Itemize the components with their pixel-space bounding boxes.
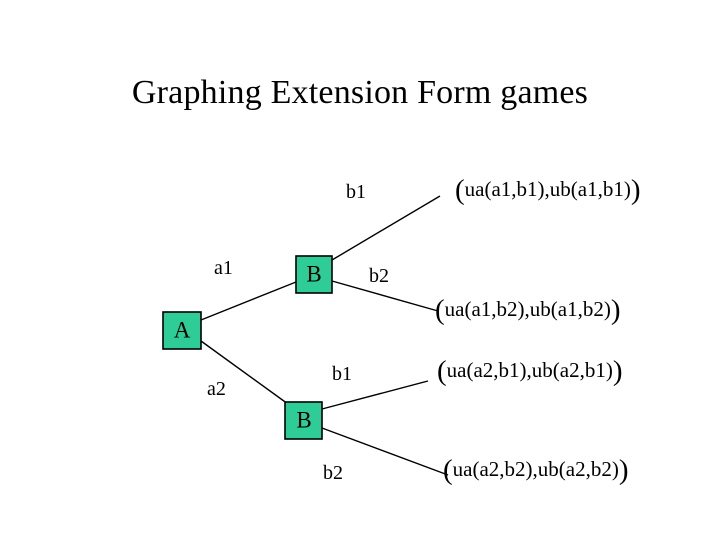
node-a-label: A bbox=[174, 317, 191, 342]
node-b-lower-label: B bbox=[296, 407, 311, 432]
node-b-upper-label: B bbox=[306, 261, 321, 286]
payoff-open-paren-3: ( bbox=[437, 355, 447, 387]
edge-label-a2: a2 bbox=[207, 378, 226, 400]
payoff-body-4: ua(a2,b2),ub(a2,b2) bbox=[452, 457, 619, 481]
page-title: Graphing Extension Form games bbox=[131, 74, 589, 111]
edge-label-a1: a1 bbox=[214, 257, 233, 279]
edge-a2-line bbox=[200, 340, 289, 405]
payoff-label-a2-b2: (ua(a2,b2),ub(a2,b2)) bbox=[443, 456, 629, 485]
edge-b1-upper-line bbox=[331, 195, 441, 261]
edge-label-b1-upper: b1 bbox=[346, 181, 366, 203]
edge-label-b1-lower: b1 bbox=[332, 363, 352, 385]
edge-a1-line bbox=[200, 281, 297, 321]
payoff-body-3: ua(a2,b1),ub(a2,b1) bbox=[446, 358, 613, 382]
payoff-close-paren-3: ) bbox=[612, 355, 623, 387]
edge-b1-lower-line bbox=[321, 380, 429, 410]
payoff-label-a1-b2: (ua(a1,b2),ub(a1,b2)) bbox=[435, 296, 621, 325]
edge-b2-upper-line bbox=[331, 280, 439, 312]
payoff-label-a1-b1: (ua(a1,b1),ub(a1,b1)) bbox=[455, 176, 641, 205]
node-a-box bbox=[162, 311, 202, 350]
payoff-open-paren-1: ( bbox=[455, 174, 465, 206]
payoff-close-paren-4: ) bbox=[618, 454, 629, 486]
edge-label-b2-upper: b2 bbox=[369, 265, 389, 287]
node-b-upper[interactable]: B bbox=[295, 255, 333, 294]
node-a-root[interactable]: A bbox=[162, 311, 202, 350]
node-b-lower[interactable]: B bbox=[284, 401, 323, 440]
payoff-open-paren-2: ( bbox=[435, 294, 445, 326]
payoff-body-1: ua(a1,b1),ub(a1,b1) bbox=[464, 177, 631, 201]
payoff-close-paren-2: ) bbox=[610, 294, 621, 326]
node-b-lower-box bbox=[284, 401, 323, 440]
payoff-close-paren-1: ) bbox=[630, 174, 641, 206]
payoff-open-paren-4: ( bbox=[443, 454, 453, 486]
node-b-upper-box bbox=[295, 255, 333, 294]
payoff-body-2: ua(a1,b2),ub(a1,b2) bbox=[444, 297, 611, 321]
payoff-label-a2-b1: (ua(a2,b1),ub(a2,b1)) bbox=[437, 357, 623, 386]
edge-label-b2-lower: b2 bbox=[323, 462, 343, 484]
edge-b2-lower-line bbox=[321, 427, 449, 476]
